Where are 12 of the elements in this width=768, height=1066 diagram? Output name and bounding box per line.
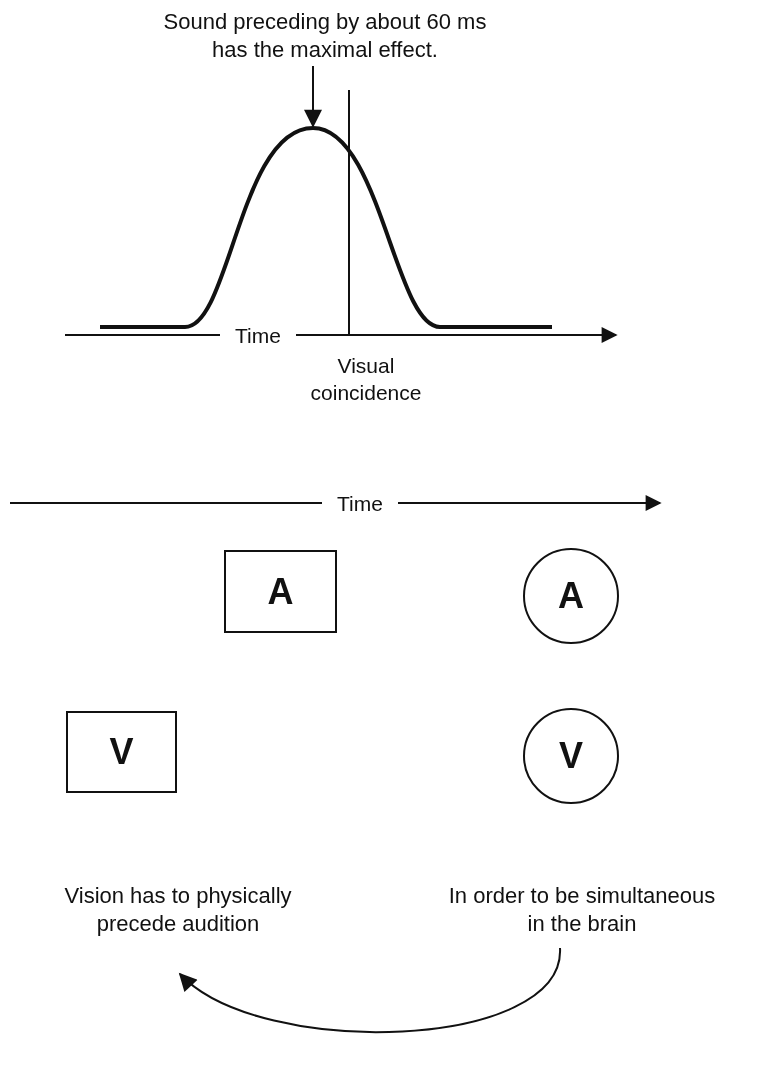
square-frame: [224, 550, 337, 633]
square-frame: [66, 711, 177, 793]
caption-text: Vision has to physically precede audition: [33, 882, 323, 942]
letter-label: A: [558, 576, 584, 616]
annotation-text: Sound preceding by about 60 ms has the maximal effect.: [155, 8, 495, 64]
letter-label: V: [109, 732, 134, 772]
letter-label: V: [559, 736, 583, 776]
caption-text: In order to be simultaneous in the brain: [444, 882, 720, 942]
arrow: [304, 65, 322, 128]
arrow: [178, 947, 561, 1033]
bell-curve: [98, 124, 554, 330]
letter-label: A: [267, 571, 294, 612]
